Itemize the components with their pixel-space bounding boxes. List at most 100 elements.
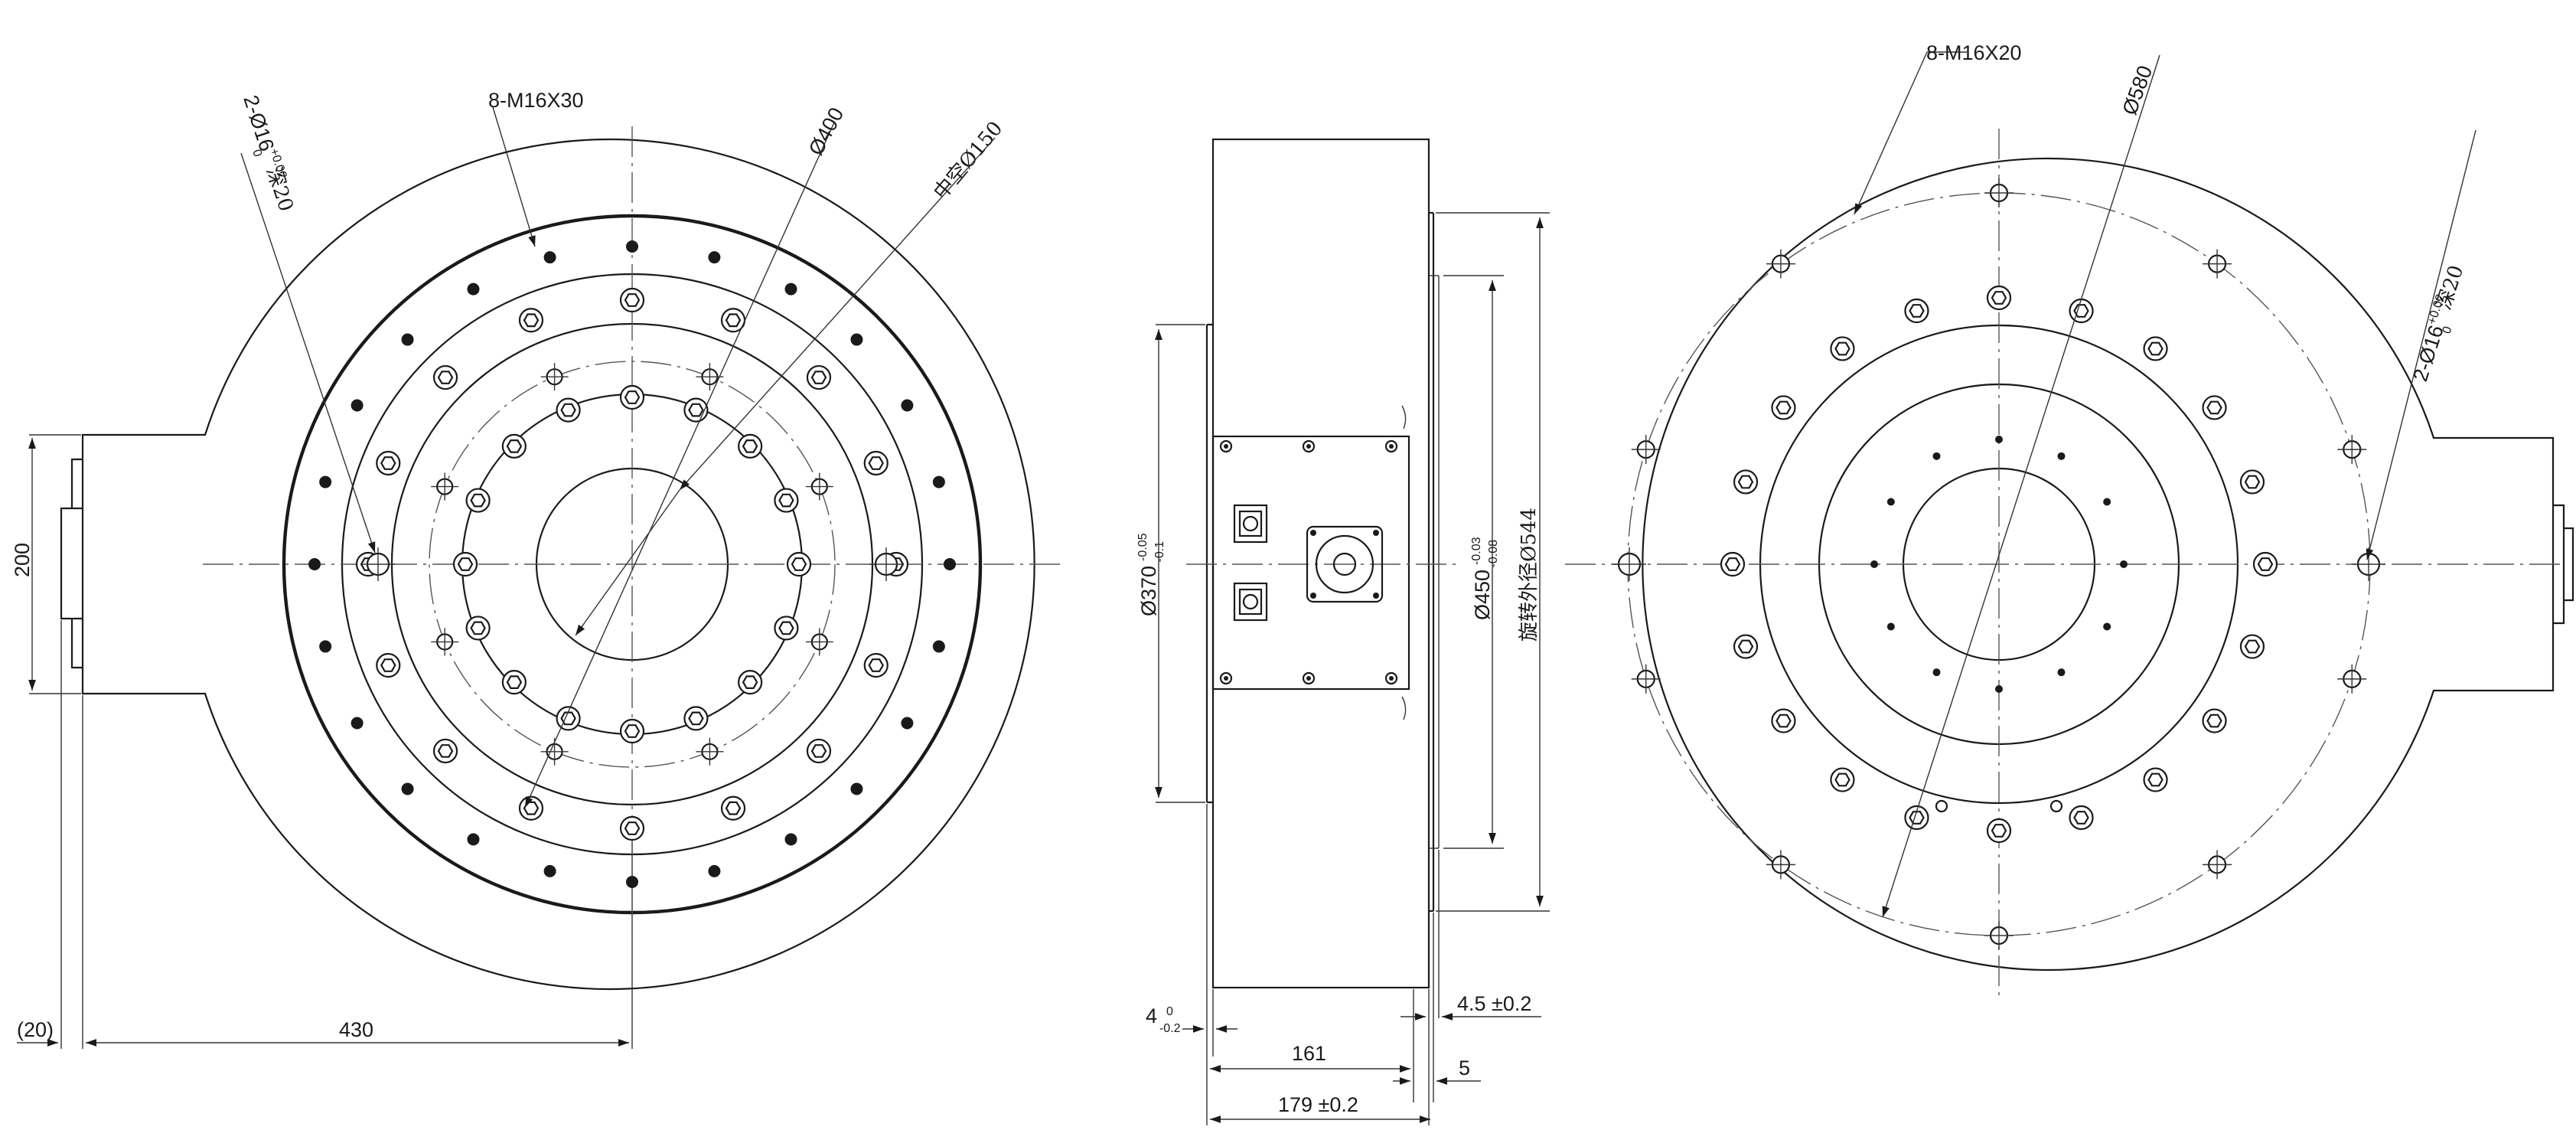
front-outer-hole: [944, 558, 956, 570]
front-mount-bolt: [376, 450, 401, 476]
back-mount-bolt: [1904, 298, 1929, 324]
front-tapped-hole: [696, 737, 724, 766]
back-mount-bolt: [2202, 395, 2227, 420]
back-inner-dot: [2057, 452, 2066, 460]
front-tapped-hole: [540, 363, 569, 391]
back-tapped-hole: [2203, 850, 2232, 880]
front-mount-bolt: [518, 795, 544, 821]
back-mount-bolt: [2069, 298, 2094, 324]
front-outer-hole: [901, 399, 914, 412]
front-pin-label: 2-Ø16+0.020深20: [233, 92, 299, 216]
back-inner-dot: [2103, 498, 2111, 506]
back-tapped-hole: [1766, 249, 1795, 279]
front-inner-bolt: [738, 433, 763, 459]
back-mount-bolt: [2143, 767, 2168, 792]
front-outer-hole: [784, 833, 797, 846]
front-outer-hole: [932, 640, 945, 653]
back-inner-dot: [1932, 668, 1941, 677]
front-outer-hole: [351, 399, 364, 412]
side-dia-450: Ø450-0.03-0.08: [1470, 537, 1500, 620]
front-view: 8-M16X30 2-Ø16+0.020深20 Ø400 中空Ø150 200 …: [11, 89, 1064, 1049]
back-view: 8-M16X20 Ø580 2-Ø16+0.020深20: [1565, 41, 2574, 995]
back-mount-bolt: [2239, 634, 2265, 659]
side-dim-5: 5: [1459, 1057, 1470, 1079]
back-mount-bolt: [1733, 469, 1759, 495]
side-panel-screw: [1384, 671, 1398, 685]
back-tapped-hole: [1984, 178, 2014, 207]
back-inner-dot: [1995, 685, 2003, 693]
front-inner-bolt: [501, 433, 527, 459]
front-mount-bolt: [806, 738, 832, 764]
front-outer-hole: [850, 333, 863, 346]
front-mount-bolt: [518, 308, 544, 333]
front-inner-bolt: [786, 551, 812, 577]
side-dim-161: 161: [1292, 1042, 1326, 1065]
back-mount-bolt: [1830, 336, 1855, 361]
front-dia-400: Ø400: [804, 103, 849, 158]
back-tapped-hole: [1631, 664, 1661, 694]
front-inner-bolt: [619, 718, 645, 744]
back-inner-dot: [1995, 436, 2003, 443]
back-mount-bolt: [1986, 285, 2012, 311]
front-inner-bolt: [774, 616, 799, 641]
back-body-outline: [1642, 157, 2555, 972]
side-panel-screw: [1219, 671, 1233, 685]
front-pin-hole: [869, 547, 903, 581]
back-mount-bolt: [1771, 708, 1796, 733]
back-mount-bolt: [2252, 551, 2278, 577]
front-inner-bolt: [501, 670, 527, 695]
front-inner-bolt: [465, 616, 491, 641]
front-outer-hole: [626, 876, 638, 888]
front-mount-bolt: [432, 738, 458, 764]
front-outer-hole: [467, 833, 480, 846]
back-aux-hole: [1935, 799, 1948, 813]
back-mount-bolt: [2239, 469, 2265, 495]
front-outer-hole: [708, 864, 721, 877]
back-mount-bolt: [1771, 395, 1796, 420]
side-body: [1211, 138, 1430, 989]
back-inner-dot: [1886, 622, 1895, 631]
front-mount-bolt: [863, 450, 889, 476]
side-dim-4-5: 4.5 ±0.2: [1457, 992, 1531, 1015]
front-tapped-hole: [431, 628, 459, 656]
front-inner-bolt: [774, 488, 799, 513]
front-inner-bolt: [738, 670, 763, 695]
back-inner-dot: [1870, 560, 1878, 568]
back-tapped-hole: [2337, 435, 2367, 465]
side-panel-screw: [1302, 671, 1316, 685]
front-mount-bolt: [619, 287, 645, 313]
front-body-outline: [81, 138, 1035, 991]
front-outer-hole: [319, 640, 332, 653]
front-mount-bolt: [432, 364, 458, 390]
front-outer-hole: [401, 782, 414, 795]
front-mount-bolt: [376, 652, 401, 678]
side-connector-panel: [1211, 435, 1410, 691]
side-panel-screw: [1219, 439, 1233, 453]
front-tapped-hole: [805, 472, 833, 501]
back-mount-bolt: [2069, 805, 2094, 831]
front-bolt-label: 8-M16X30: [488, 89, 584, 112]
back-tapped-hole: [1984, 921, 2014, 950]
back-mount-bolt: [2143, 336, 2168, 361]
front-mount-bolt: [619, 815, 645, 841]
side-panel-screw: [1384, 439, 1398, 453]
side-dia-544: 旋转外径Ø544: [1518, 508, 1541, 642]
front-inner-bolt: [556, 397, 581, 423]
front-mount-bolt: [863, 652, 889, 678]
front-outer-hole: [901, 717, 914, 730]
back-dia-580: Ø580: [2118, 63, 2157, 118]
side-dim-179: 179 ±0.2: [1278, 1093, 1358, 1116]
front-mount-bolt: [720, 795, 746, 821]
back-mount-bolt: [2202, 708, 2227, 733]
front-pin-hole: [361, 547, 395, 581]
back-pin-label: 2-Ø16+0.020深20: [2408, 262, 2473, 386]
front-outer-hole: [784, 282, 797, 296]
side-panel-screw: [1302, 439, 1316, 453]
front-tapped-hole: [431, 472, 459, 501]
front-inner-bolt: [683, 706, 709, 731]
front-outer-hole: [543, 864, 556, 877]
back-mount-bolt: [1830, 767, 1855, 792]
